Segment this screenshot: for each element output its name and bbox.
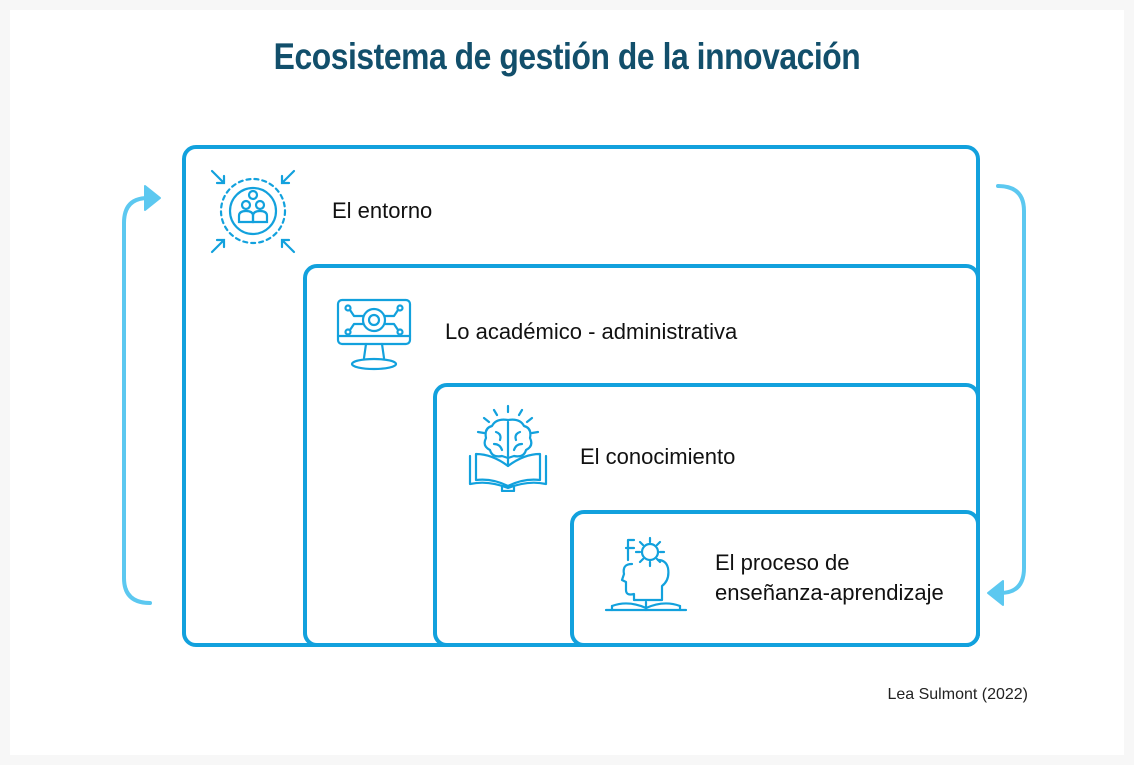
- level-proceso-line2: enseñanza-aprendizaje: [715, 580, 944, 605]
- people-target-icon: [210, 169, 296, 254]
- monitor-network-icon: [336, 298, 412, 371]
- level-proceso-label: El proceso de enseñanza-aprendizaje: [715, 548, 944, 608]
- level-proceso-box: [570, 510, 980, 647]
- level-proceso-line1: El proceso de: [715, 550, 850, 575]
- brain-book-icon: [468, 404, 548, 492]
- head-gear-icon: [604, 536, 688, 612]
- left-arrowhead-icon: [144, 185, 161, 211]
- level-entorno-label: El entorno: [332, 198, 433, 223]
- level-academico-label: Lo académico - administrativa: [445, 319, 738, 344]
- right-down-arrow: [996, 184, 1026, 595]
- level-conocimiento-label: El conocimiento: [580, 444, 736, 469]
- left-up-arrow: [122, 196, 152, 605]
- diagram-title: Ecosistema de gestión de la innovación: [273, 36, 861, 77]
- right-arrowhead-icon: [987, 580, 1004, 606]
- source-credit: Lea Sulmont (2022): [887, 686, 1028, 703]
